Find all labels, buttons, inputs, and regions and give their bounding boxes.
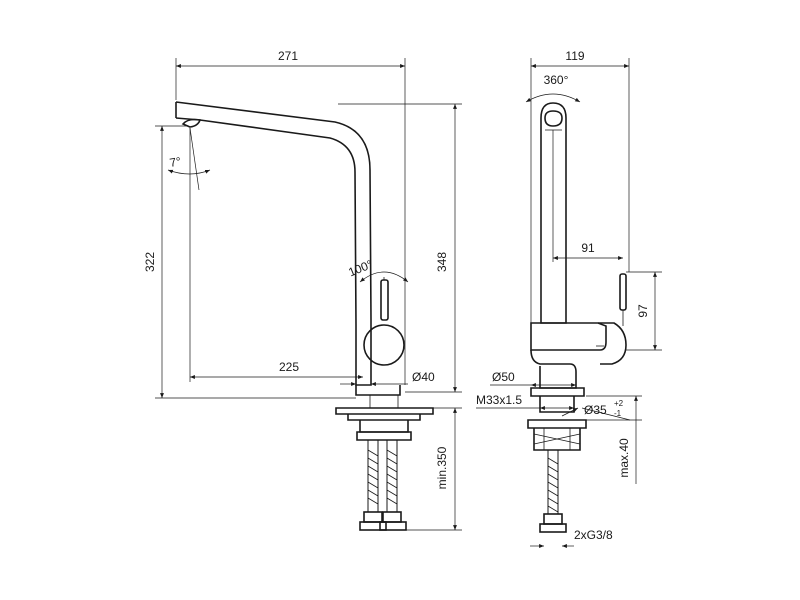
side-mounting: [527, 387, 587, 451]
label-tol-upper: +2: [614, 399, 624, 408]
lever-handle: [380, 279, 389, 321]
faucet-spout: [175, 101, 372, 326]
label-g38: 2xG3/8: [574, 528, 613, 542]
label-360deg: 360°: [544, 73, 569, 87]
mounting-assembly: [335, 395, 434, 441]
label-d50: Ø50: [492, 370, 515, 384]
dim-side-width-119: 119: [530, 49, 630, 325]
dim-lever-reach-91: 91: [552, 130, 623, 262]
dim-diameter-40: Ø40: [340, 370, 435, 386]
label-d35: Ø35: [584, 403, 607, 417]
lever-hub: [363, 324, 405, 366]
side-view: 119 360° 91 97 Ø50 M: [476, 49, 662, 548]
dim-rotation-360: 360°: [525, 73, 581, 103]
label-d40: Ø40: [412, 370, 435, 384]
dim-height-322: 322: [143, 125, 356, 399]
side-lever-handle: [619, 273, 627, 311]
label-91: 91: [581, 241, 595, 255]
label-tol-lower: -1: [614, 409, 622, 418]
label-271: 271: [278, 49, 298, 63]
label-max40: max.40: [617, 438, 631, 478]
dim-deck-40: max.40: [586, 395, 642, 484]
dim-width-271: 271: [175, 49, 406, 385]
dim-thread-m33: M33x1.5: [476, 393, 574, 410]
dim-reach-225: 225: [189, 190, 363, 382]
label-97: 97: [636, 304, 650, 318]
label-348: 348: [435, 252, 449, 272]
dim-spout-angle: 7°: [167, 127, 211, 191]
label-225: 225: [279, 360, 299, 374]
label-322: 322: [143, 252, 157, 272]
side-faucet: [530, 102, 627, 389]
supply-hoses: [359, 440, 407, 531]
dim-hose-350: min.350: [406, 407, 462, 531]
front-view: 271 322 7° 348 100°: [143, 49, 462, 531]
dim-lever-height-97: 97: [626, 271, 662, 351]
label-119: 119: [565, 49, 584, 63]
label-m33: M33x1.5: [476, 393, 522, 407]
dim-base-50: Ø50: [490, 370, 576, 387]
faucet-body: [355, 277, 405, 396]
label-min350: min.350: [435, 446, 449, 489]
side-hose: [539, 450, 567, 533]
label-7deg: 7°: [168, 154, 182, 170]
dim-height-348: 348: [338, 103, 462, 393]
dim-connection: 2xG3/8: [530, 528, 613, 548]
dim-hole-35: Ø35 +2 -1: [561, 399, 631, 421]
